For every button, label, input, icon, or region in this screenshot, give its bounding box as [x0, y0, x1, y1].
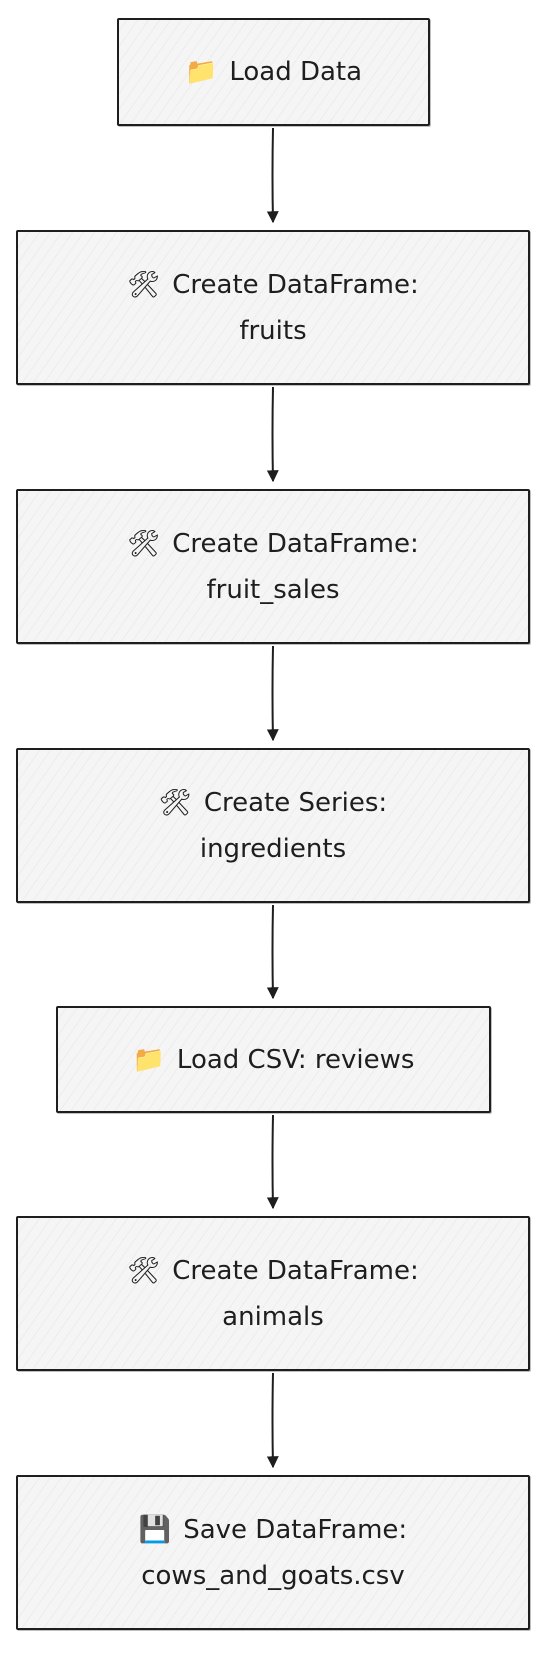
arrow-ingredients-to-load-csv [266, 904, 279, 1000]
node-create-dataframe-fruit-sales: 🛠 Create DataFrame: fruit_sales [16, 489, 530, 644]
arrow-load-csv-to-animals [266, 1114, 279, 1210]
floppy-disk-icon: 💾 [138, 1514, 172, 1545]
node-label-line1: 🛠 Create Series: [159, 780, 387, 826]
node-title: Save DataFrame: [183, 1514, 408, 1545]
folder-icon: 📁 [132, 1044, 165, 1075]
node-create-series-ingredients: 🛠 Create Series: ingredients [16, 748, 530, 903]
node-label-line1: 📁 Load CSV: reviews [133, 1037, 415, 1083]
node-subtitle: ingredients [199, 833, 347, 864]
node-create-dataframe-fruits: 🛠 Create DataFrame: fruits [16, 230, 530, 385]
node-subtitle: fruits [239, 315, 307, 346]
node-load-data: 📁 Load Data [117, 18, 430, 126]
hammer-and-wrench-icon: 🛠 [127, 269, 161, 300]
node-label-line1: 🛠 Create DataFrame: [127, 262, 419, 308]
hammer-and-wrench-icon: 🛠 [127, 528, 161, 559]
node-title: Create DataFrame: [172, 528, 419, 559]
hammer-and-wrench-icon: 🛠 [158, 787, 192, 818]
node-subtitle: cows_and_goats.csv [141, 1560, 405, 1591]
node-title: Load Data [229, 57, 363, 87]
node-load-csv-reviews: 📁 Load CSV: reviews [56, 1006, 491, 1113]
node-label-line1: 🛠 Create DataFrame: [127, 1248, 419, 1294]
node-title: Create Series: [203, 787, 388, 818]
node-title: Load CSV: reviews [176, 1044, 415, 1075]
node-subtitle: animals [222, 1301, 324, 1332]
arrow-animals-to-save [266, 1372, 279, 1469]
arrow-load-data-to-fruits [266, 127, 279, 224]
hammer-and-wrench-icon: 🛠 [127, 1255, 161, 1286]
node-title: Create DataFrame: [172, 269, 419, 300]
node-label-line1: 🛠 Create DataFrame: [127, 521, 419, 567]
folder-icon: 📁 [184, 57, 218, 87]
node-save-dataframe: 💾 Save DataFrame: cows_and_goats.csv [16, 1475, 530, 1630]
node-create-dataframe-animals: 🛠 Create DataFrame: animals [16, 1216, 530, 1371]
arrow-fruit-sales-to-ingredients [266, 645, 279, 742]
node-label-line1: 📁 Load Data [185, 49, 362, 95]
arrow-fruits-to-fruit-sales [266, 386, 279, 483]
node-label-line1: 💾 Save DataFrame: [139, 1507, 407, 1553]
node-title: Create DataFrame: [172, 1255, 419, 1286]
node-subtitle: fruit_sales [206, 574, 340, 605]
